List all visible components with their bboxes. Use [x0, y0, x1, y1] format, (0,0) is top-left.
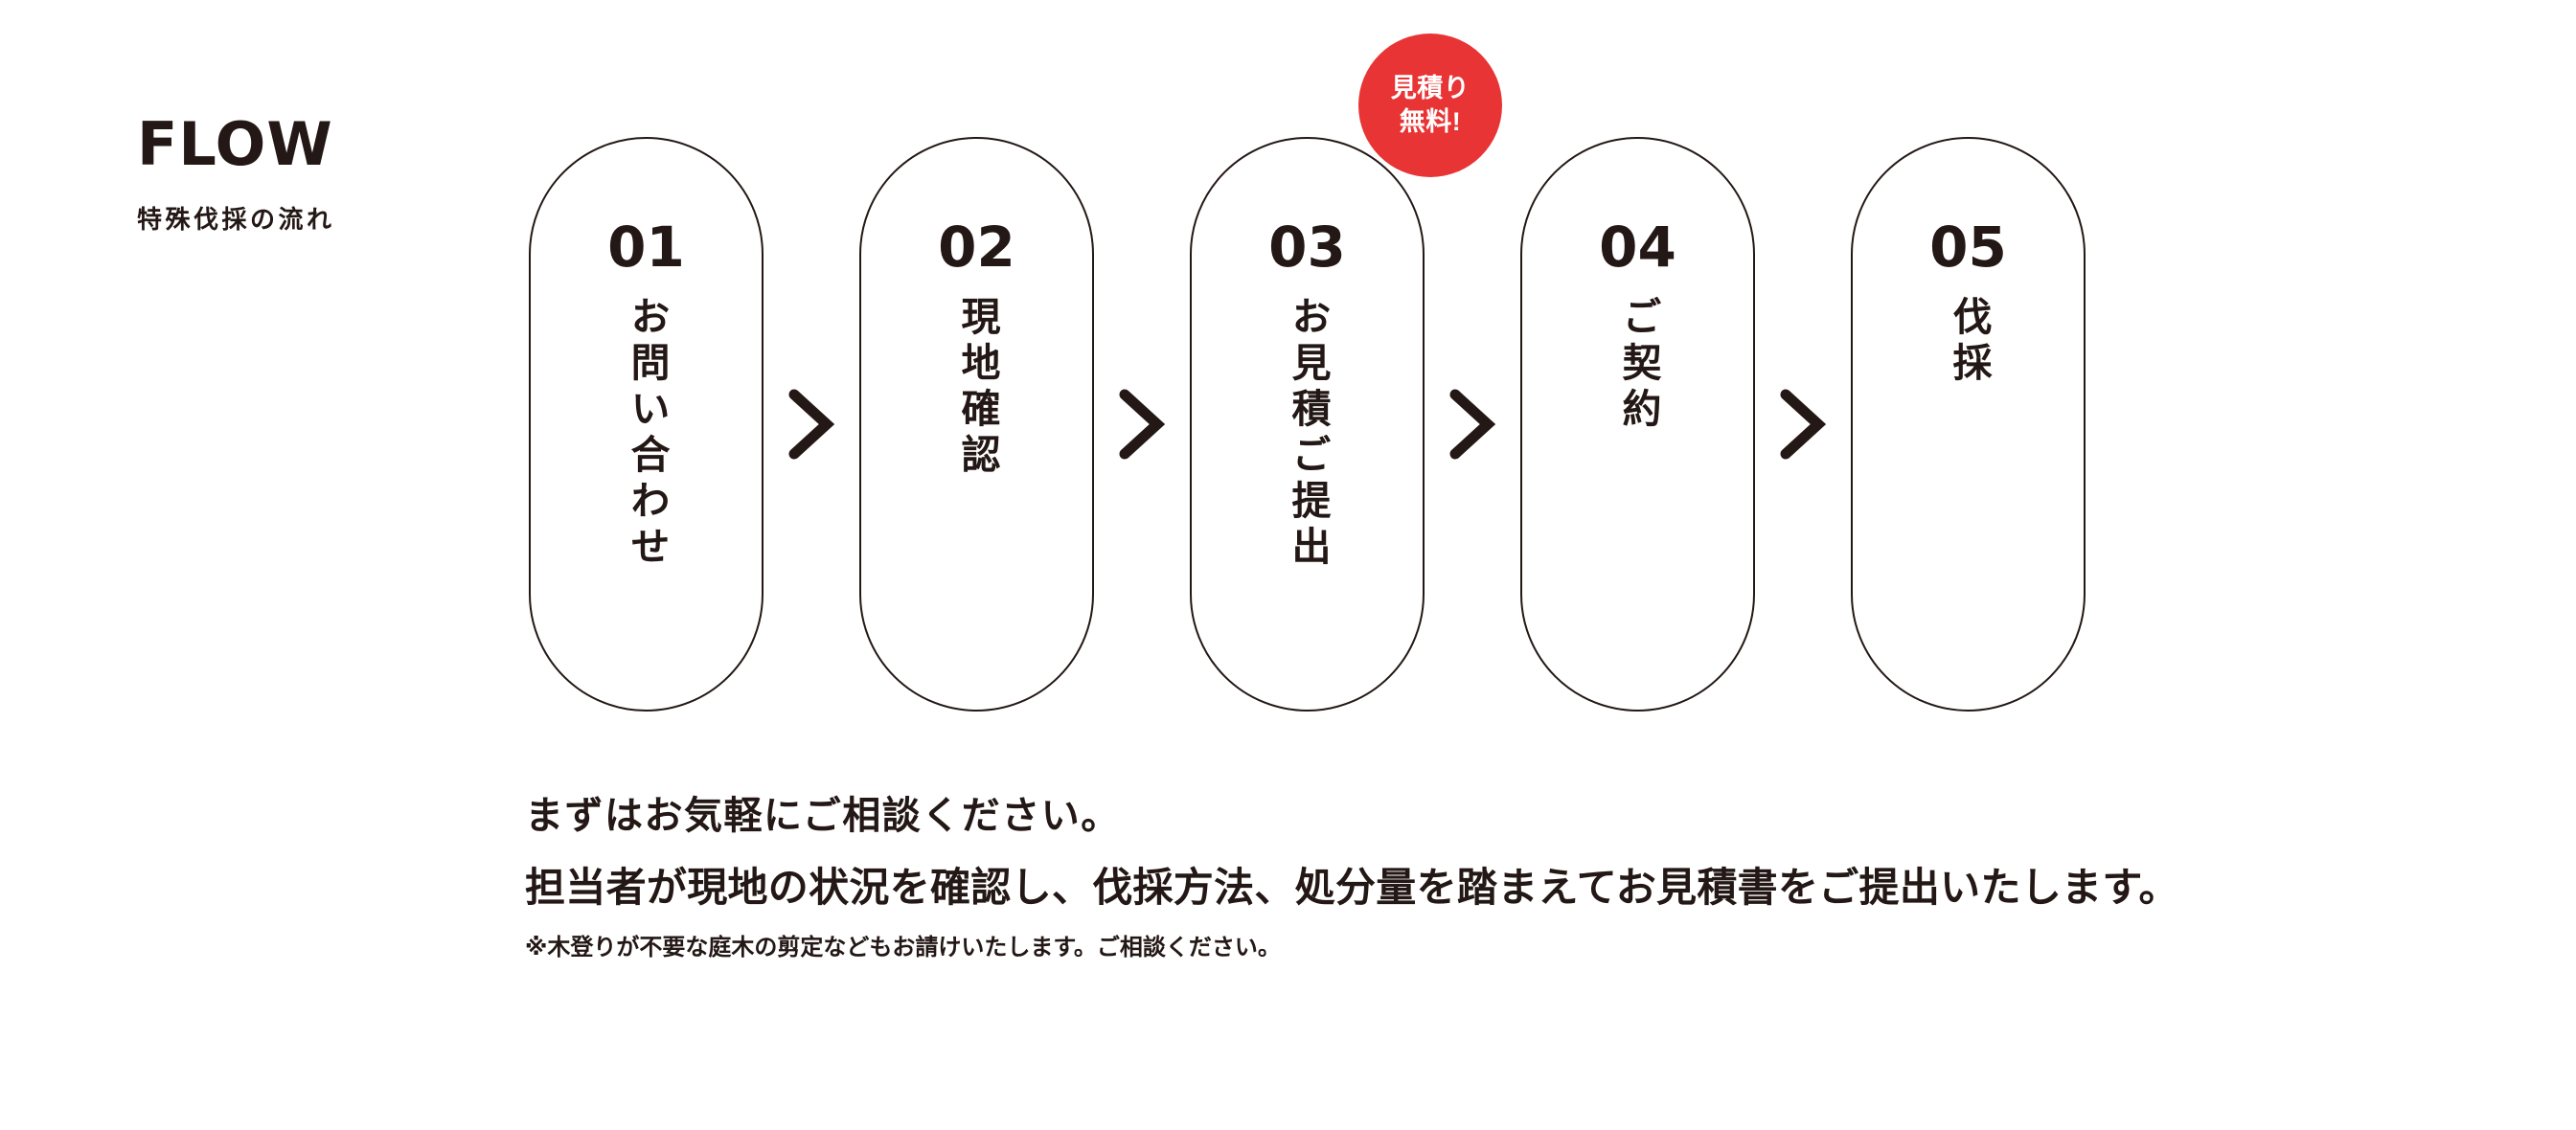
step-number: 04	[1599, 215, 1676, 280]
free-estimate-badge: 見積り 無料!	[1357, 34, 1502, 177]
badge-text: 見積り 無料!	[1358, 34, 1502, 177]
flow-description: まずはお気軽にご相談ください。 担当者が現地の状況を確認し、伐採方法、処分量を踏…	[525, 793, 2403, 963]
step-capsule: 02 現地確認	[859, 137, 1094, 712]
flow-step-02: 02 現地確認	[859, 137, 1094, 712]
badge-bubble	[1358, 34, 1502, 177]
step-label: お見積ご提出	[1286, 296, 1330, 572]
badge-line-2: 無料!	[1399, 107, 1462, 136]
description-line-2: 担当者が現地の状況を確認し、伐採方法、処分量を踏まえてお見積書をご提出いたします…	[525, 865, 2179, 910]
step-number: 02	[938, 215, 1015, 280]
step-capsule: 03 お見積ご提出	[1190, 137, 1425, 712]
page-title: FLOW	[137, 109, 333, 179]
flow-step-05: 05 伐採	[1851, 137, 2086, 712]
chevron-right-icon	[1094, 387, 1190, 462]
flow-step-04: 04 ご契約	[1520, 137, 1755, 712]
section-subtitle: 特殊伐採の流れ	[137, 205, 335, 234]
flow-step-01: 01 お問い合わせ	[529, 137, 764, 712]
section-heading: FLOW 特殊伐採の流れ	[137, 109, 482, 234]
step-capsule: 04 ご契約	[1520, 137, 1755, 712]
chevron-right-icon	[764, 387, 859, 462]
badge-line-1: 見積り	[1390, 74, 1470, 103]
step-capsule: 05 伐採	[1851, 137, 2086, 712]
step-label: お問い合わせ	[625, 296, 669, 572]
flow-step-03: 03 お見積ご提出 見積り 無料!	[1190, 34, 1502, 712]
step-number: 03	[1268, 215, 1346, 280]
step-label: 現地確認	[955, 296, 999, 480]
step-label: 伐採	[1947, 296, 1991, 388]
flow-steps-row: 01 お問い合わせ 02 現地確認 03 お見積ご提出	[529, 34, 2473, 712]
description-line-1: まずはお気軽にご相談ください。	[525, 795, 1121, 837]
step-number: 05	[1929, 215, 2007, 280]
chevron-right-icon	[1755, 387, 1851, 462]
step-capsule: 01 お問い合わせ	[529, 137, 764, 712]
step-label: ご契約	[1616, 296, 1660, 434]
description-note: ※木登りが不要な庭木の剪定などもお請けいたします。ご相談ください。	[525, 935, 1281, 961]
step-number: 01	[607, 215, 685, 280]
chevron-right-icon	[1425, 387, 1520, 462]
